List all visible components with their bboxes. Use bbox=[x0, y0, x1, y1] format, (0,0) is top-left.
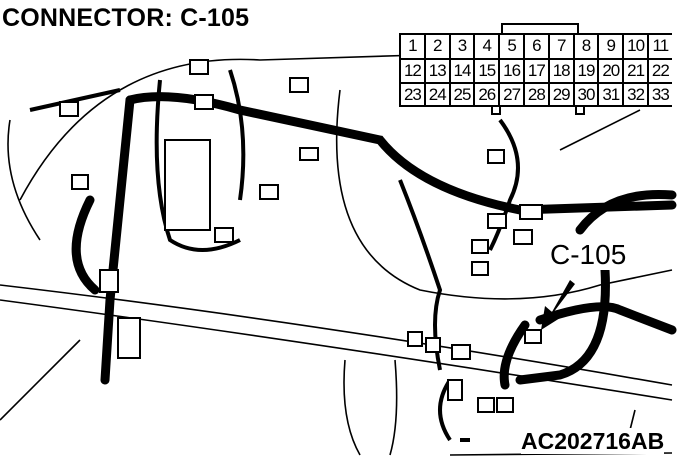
connector-pin-grid: 1 2 3 4 5 6 7 8 9 10 11 12 13 14 15 16 1… bbox=[399, 33, 672, 107]
pin: 23 bbox=[401, 84, 426, 105]
pin: 19 bbox=[574, 59, 600, 84]
pin: 7 bbox=[549, 35, 575, 60]
pin: 22 bbox=[648, 59, 672, 84]
pin: 15 bbox=[475, 59, 501, 84]
connector-key-left bbox=[491, 105, 501, 115]
pin: 10 bbox=[624, 35, 649, 60]
pin: 13 bbox=[425, 59, 451, 84]
pin: 26 bbox=[475, 84, 501, 105]
pin: 25 bbox=[451, 84, 476, 105]
connector-callout-label: C-105 bbox=[548, 239, 629, 270]
pin: 6 bbox=[524, 35, 550, 60]
pin: 30 bbox=[575, 84, 600, 105]
pin: 1 bbox=[401, 35, 426, 60]
pin-row-3: 23 24 25 26 27 28 29 30 31 32 33 bbox=[401, 84, 672, 105]
pin: 12 bbox=[401, 59, 426, 84]
pin: 2 bbox=[425, 35, 451, 60]
pin-row-1: 1 2 3 4 5 6 7 8 9 10 11 bbox=[401, 35, 672, 60]
pin: 32 bbox=[624, 84, 649, 105]
relay-block bbox=[164, 139, 211, 231]
c-105-connector bbox=[524, 329, 542, 344]
pin-row-2: 12 13 14 15 16 17 18 19 20 21 22 bbox=[401, 59, 672, 84]
diagram-title: CONNECTOR: C-105 bbox=[2, 4, 250, 32]
pin: 17 bbox=[524, 59, 550, 84]
pin: 28 bbox=[525, 84, 550, 105]
connector-lock-tab bbox=[501, 23, 579, 35]
figure-code: AC202716AB bbox=[521, 428, 665, 454]
pin: 8 bbox=[574, 35, 600, 60]
pin: 14 bbox=[450, 59, 476, 84]
pin: 20 bbox=[599, 59, 625, 84]
pin: 16 bbox=[500, 59, 525, 84]
pin: 24 bbox=[426, 84, 451, 105]
pin: 4 bbox=[475, 35, 501, 60]
connector-key-right bbox=[575, 105, 585, 115]
pin: 29 bbox=[550, 84, 575, 105]
pin: 5 bbox=[500, 35, 525, 60]
pin: 33 bbox=[649, 84, 672, 105]
pin: 18 bbox=[549, 59, 575, 84]
pin: 31 bbox=[599, 84, 625, 105]
dashboard-edge-line bbox=[0, 299, 673, 401]
pin: 3 bbox=[450, 35, 476, 60]
pin: 11 bbox=[648, 35, 672, 60]
pin: 27 bbox=[500, 84, 525, 105]
callout-arrow bbox=[541, 280, 575, 330]
pin: 21 bbox=[624, 59, 649, 84]
pin: 9 bbox=[599, 35, 625, 60]
